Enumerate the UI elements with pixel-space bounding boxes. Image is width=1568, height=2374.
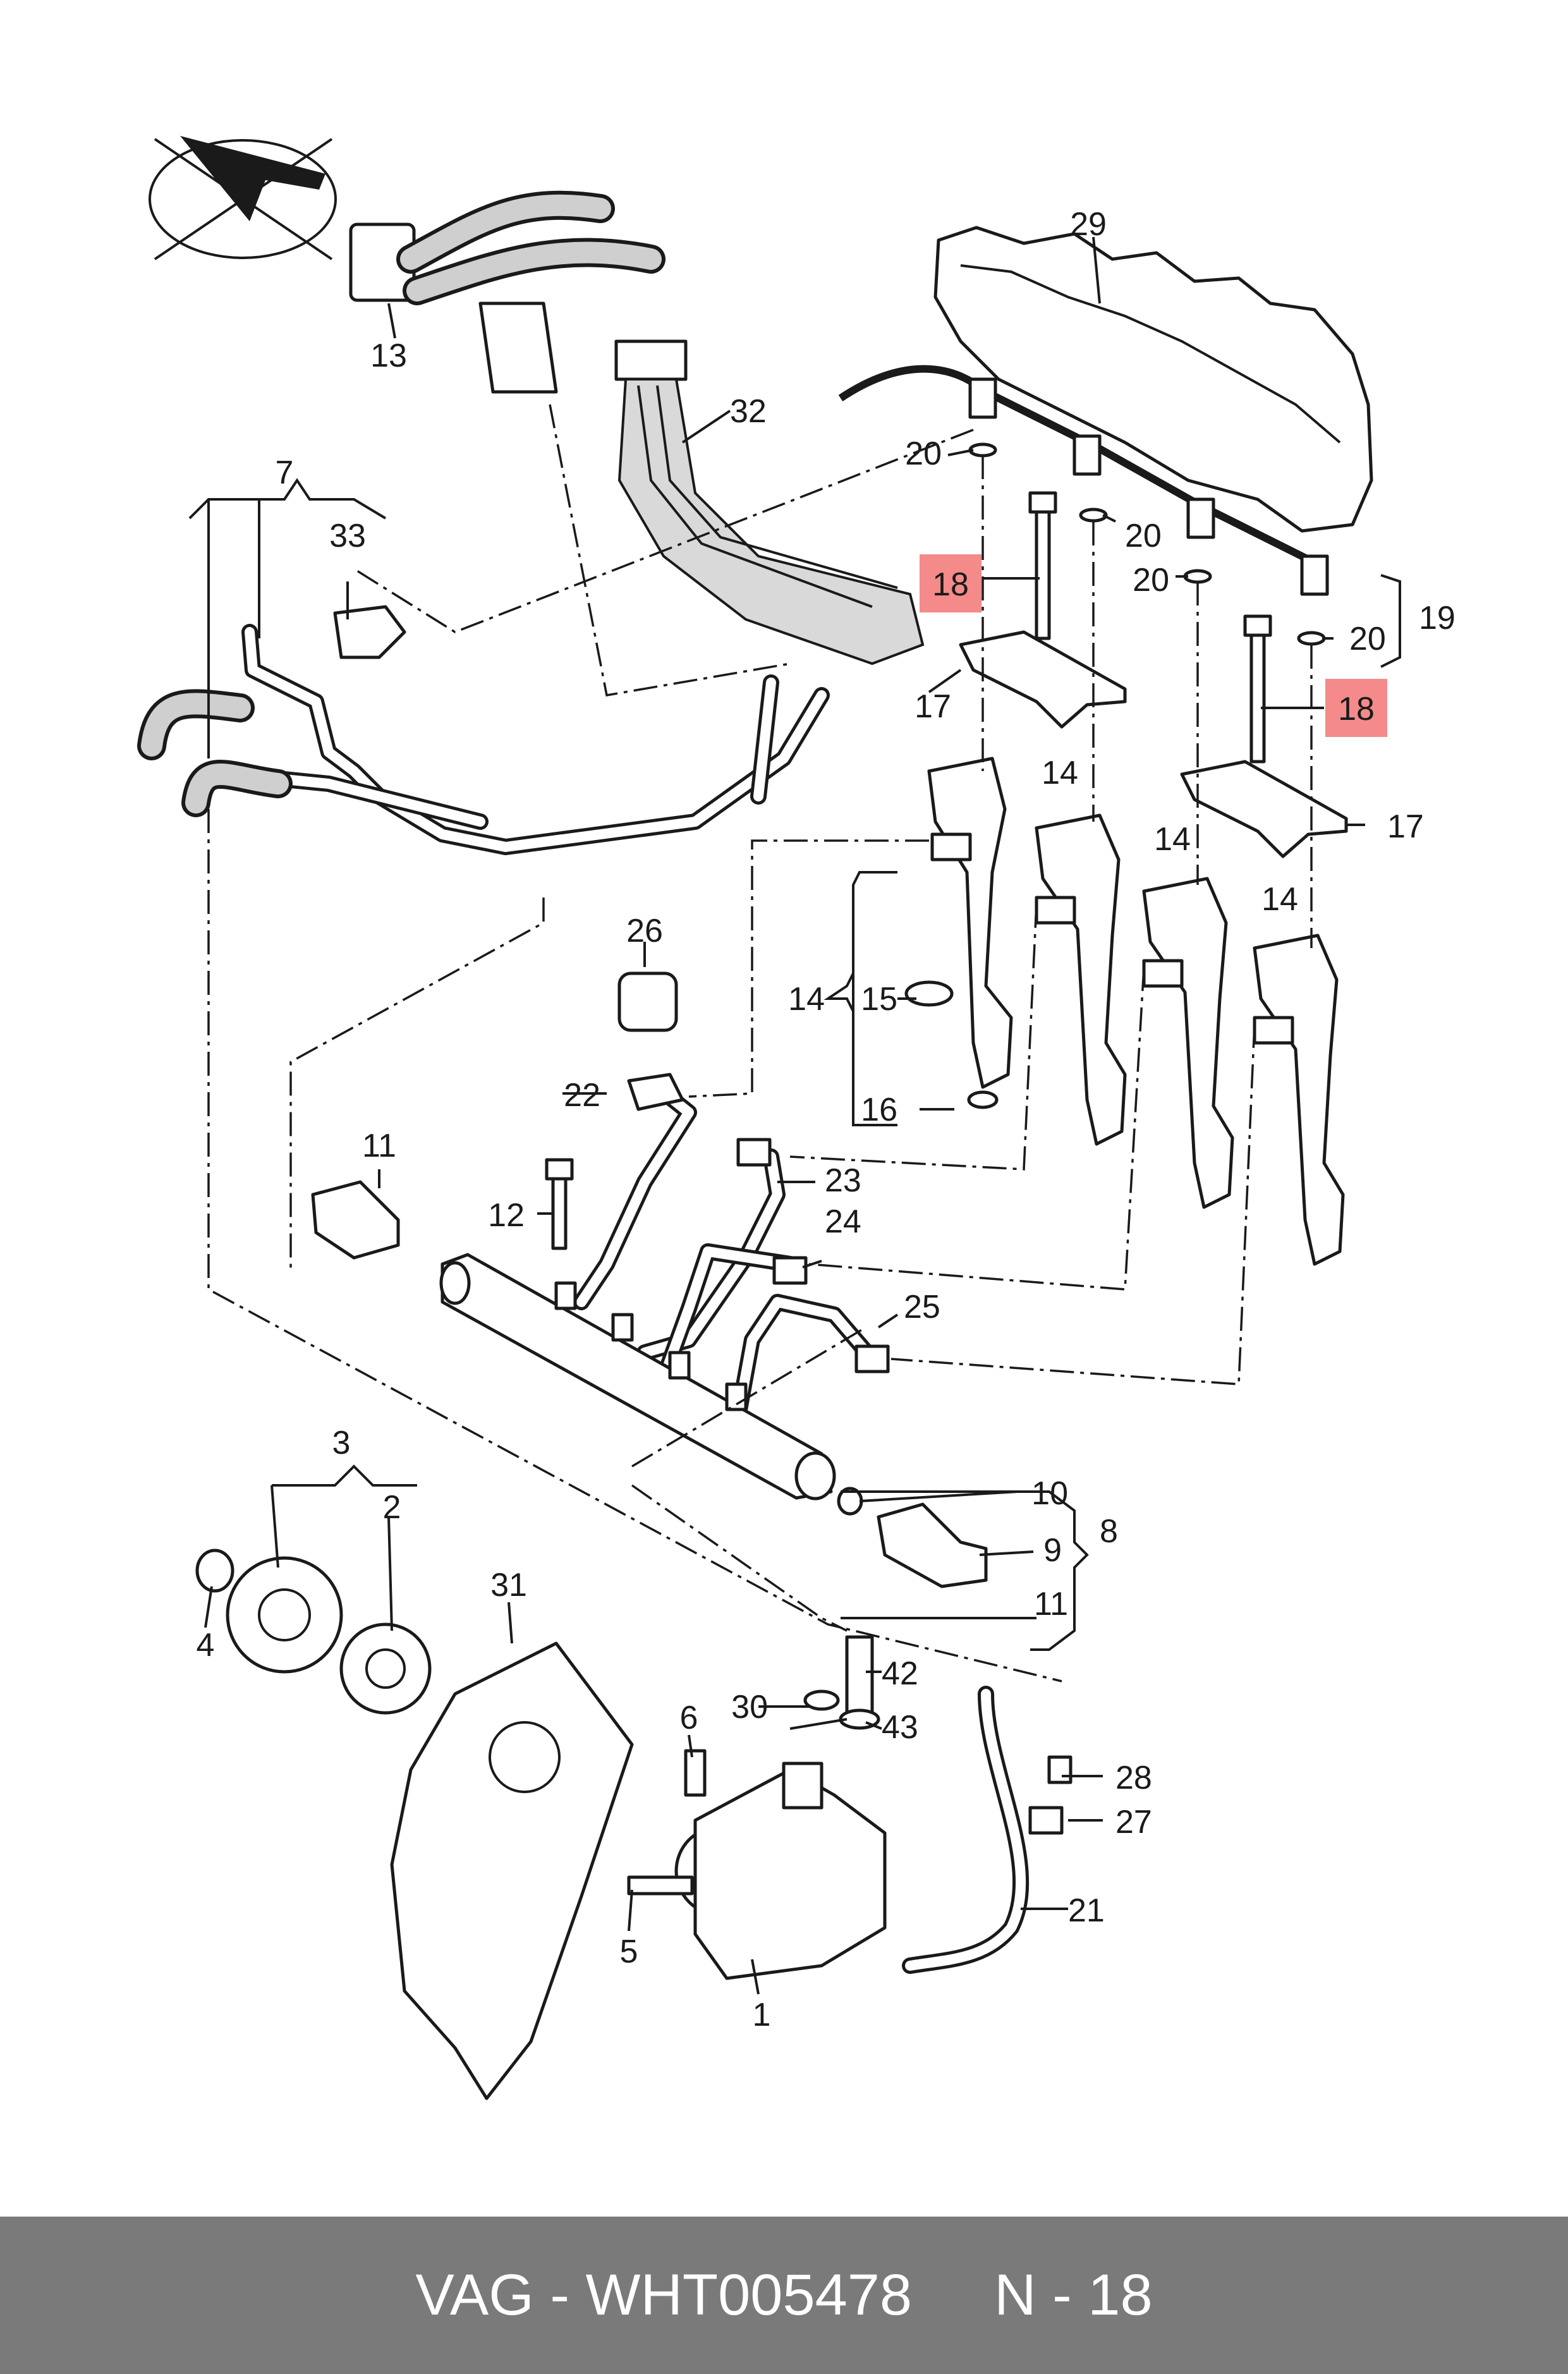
fuel-rail xyxy=(439,1253,863,1516)
footer-bar: VAG - WHT005478 N - 18 xyxy=(0,2217,1568,2374)
parts-diagram: 29 13 32 20 20 20 20 19 18 18 17 17 14 1… xyxy=(137,136,1456,2100)
callout-12: 12 xyxy=(488,1197,525,1234)
callout-11-b: 11 xyxy=(1034,1586,1068,1622)
orientation-compass-icon xyxy=(149,136,337,260)
callout-17-a: 17 xyxy=(915,688,951,725)
small-fasteners xyxy=(627,1635,1073,1896)
callout-33: 33 xyxy=(329,518,366,554)
callout-19: 19 xyxy=(1419,600,1456,636)
callout-22: 22 xyxy=(564,1077,600,1114)
callout-4: 4 xyxy=(197,1627,215,1664)
callout-8: 8 xyxy=(1100,1513,1118,1550)
callout-7: 7 xyxy=(276,454,294,491)
callout-21: 21 xyxy=(1068,1892,1105,1929)
callout-30: 30 xyxy=(731,1689,768,1726)
injector-3 xyxy=(1142,877,1234,1209)
callout-6: 6 xyxy=(680,1700,698,1736)
callout-18-highlight-b xyxy=(1325,679,1387,737)
callout-5: 5 xyxy=(620,1933,638,1970)
callout-27: 27 xyxy=(1115,1804,1152,1841)
bolts xyxy=(1028,491,1272,764)
engine-cover xyxy=(933,226,1373,533)
callout-14-b: 14 xyxy=(1042,755,1078,791)
callout-24: 24 xyxy=(825,1203,861,1240)
callout-28: 28 xyxy=(1115,1760,1152,1796)
callout-14-a: 14 xyxy=(788,981,825,1018)
callout-11-a: 11 xyxy=(362,1128,396,1164)
sleeve-component xyxy=(617,971,678,1032)
callout-15: 15 xyxy=(861,981,897,1018)
callout-1: 1 xyxy=(753,1997,771,2033)
callout-20-b: 20 xyxy=(1125,518,1162,554)
callout-labels: 29 13 32 20 20 20 20 19 18 18 17 17 14 1… xyxy=(197,206,1456,2033)
callout-29: 29 xyxy=(1070,206,1107,243)
callout-13: 13 xyxy=(370,338,407,374)
callout-32: 32 xyxy=(730,393,767,430)
callout-14-d: 14 xyxy=(1261,881,1298,918)
part-reference: VAG - WHT005478 xyxy=(415,2263,913,2327)
callout-20-a: 20 xyxy=(905,435,942,472)
injectors xyxy=(904,757,1345,1266)
callout-26: 26 xyxy=(626,913,663,949)
callout-14-c: 14 xyxy=(1154,821,1191,858)
callout-31: 31 xyxy=(490,1567,527,1604)
position-reference: N - 18 xyxy=(994,2263,1153,2327)
timing-housing xyxy=(390,1641,634,2100)
leader-lines xyxy=(188,236,1401,1995)
return-line-assembly xyxy=(838,365,1329,596)
coolant-pipe-assembly xyxy=(137,605,830,855)
callout-18-a: 18 xyxy=(932,566,969,603)
wiring-harness xyxy=(349,190,925,666)
injector-4 xyxy=(1253,934,1345,1266)
callout-16: 16 xyxy=(861,1092,897,1128)
reference-lines xyxy=(207,404,1313,1683)
callout-2: 2 xyxy=(383,1489,401,1526)
callout-3: 3 xyxy=(332,1425,351,1461)
callout-17-b: 17 xyxy=(1387,808,1424,845)
callout-25: 25 xyxy=(904,1289,940,1325)
callout-42: 42 xyxy=(882,1655,918,1692)
callout-18-highlight-a xyxy=(920,554,982,612)
high-pressure-pump xyxy=(674,1686,1030,1980)
clamping-pieces xyxy=(959,630,1348,858)
callout-9: 9 xyxy=(1043,1532,1062,1569)
pressure-sensors xyxy=(311,1158,988,1588)
callout-23: 23 xyxy=(825,1162,861,1199)
callout-20-c: 20 xyxy=(1133,562,1169,599)
pump-sprocket xyxy=(195,1549,432,1715)
injector-1 xyxy=(927,757,1013,1089)
callout-18-b: 18 xyxy=(1338,691,1375,727)
callout-10: 10 xyxy=(1031,1475,1068,1512)
injector-2 xyxy=(1035,813,1127,1146)
callout-43: 43 xyxy=(882,1709,918,1746)
callout-20-d: 20 xyxy=(1349,621,1386,657)
